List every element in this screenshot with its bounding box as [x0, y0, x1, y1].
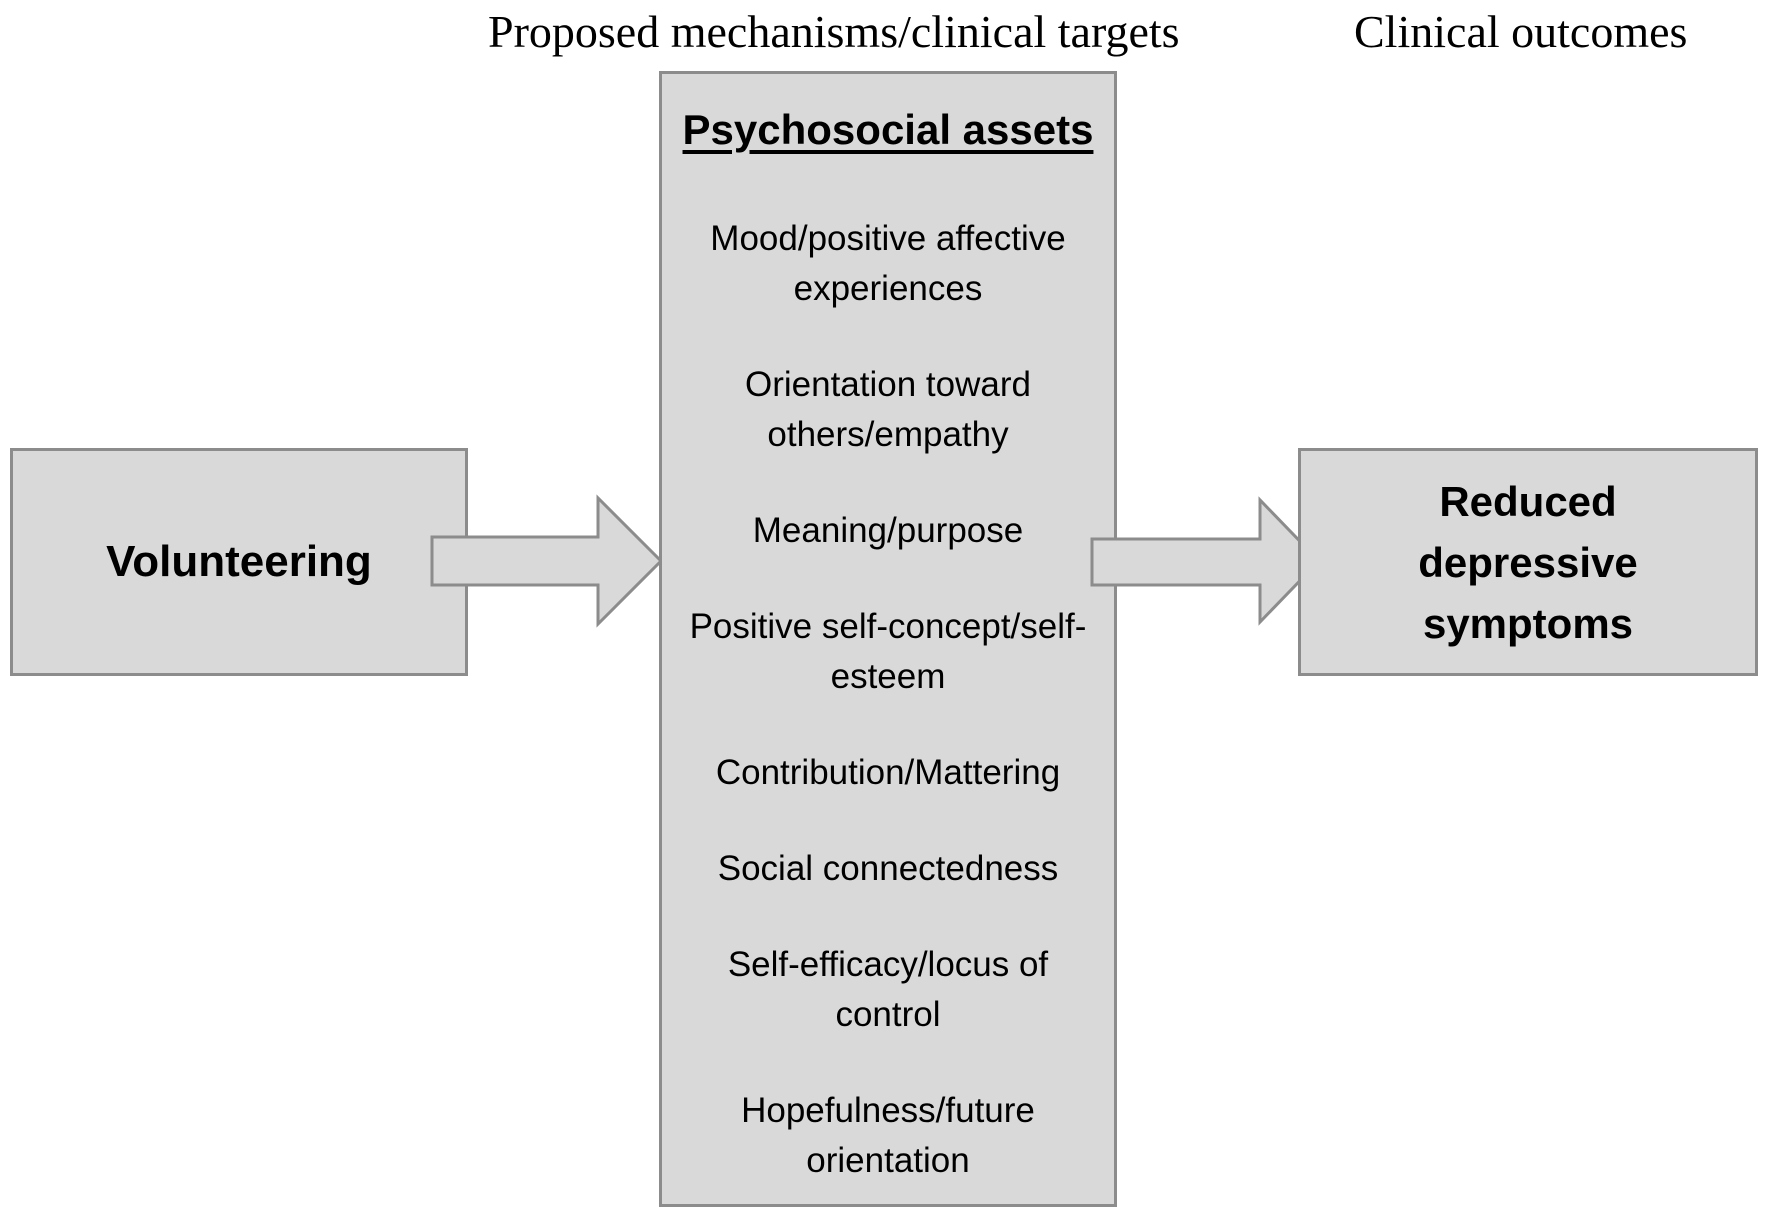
psychosocial-assets-title: Psychosocial assets — [682, 106, 1094, 153]
outcomes-column-header: Clinical outcomes — [1354, 6, 1688, 57]
outcome-label: Reduced depressive symptoms — [1418, 477, 1638, 647]
asset-item-orientation: Orientation toward others/empathy — [745, 365, 1031, 454]
arrow-to-mechanisms — [430, 494, 664, 628]
asset-item-mood: Mood/positive affective experiences — [710, 219, 1066, 308]
volunteering-label: Volunteering — [106, 537, 372, 586]
asset-item-social-connectedness: Social connectedness — [717, 849, 1059, 888]
psychosocial-assets-box: Psychosocial assets Mood/positive affect… — [659, 71, 1117, 1207]
arrow-to-outcomes — [1090, 496, 1322, 626]
asset-item-self-efficacy: Self-efficacy/locus of control — [727, 945, 1049, 1034]
asset-item-hopefulness: Hopefulness/future orientation — [741, 1091, 1035, 1180]
asset-item-contribution: Contribution/Mattering — [715, 753, 1061, 792]
asset-item-self-concept: Positive self-concept/self-esteem — [689, 607, 1087, 696]
asset-item-meaning: Meaning/purpose — [752, 511, 1024, 550]
outcome-box: Reduced depressive symptoms — [1298, 448, 1758, 676]
mechanisms-column-header: Proposed mechanisms/clinical targets — [488, 6, 1180, 57]
volunteering-box: Volunteering — [10, 448, 468, 676]
